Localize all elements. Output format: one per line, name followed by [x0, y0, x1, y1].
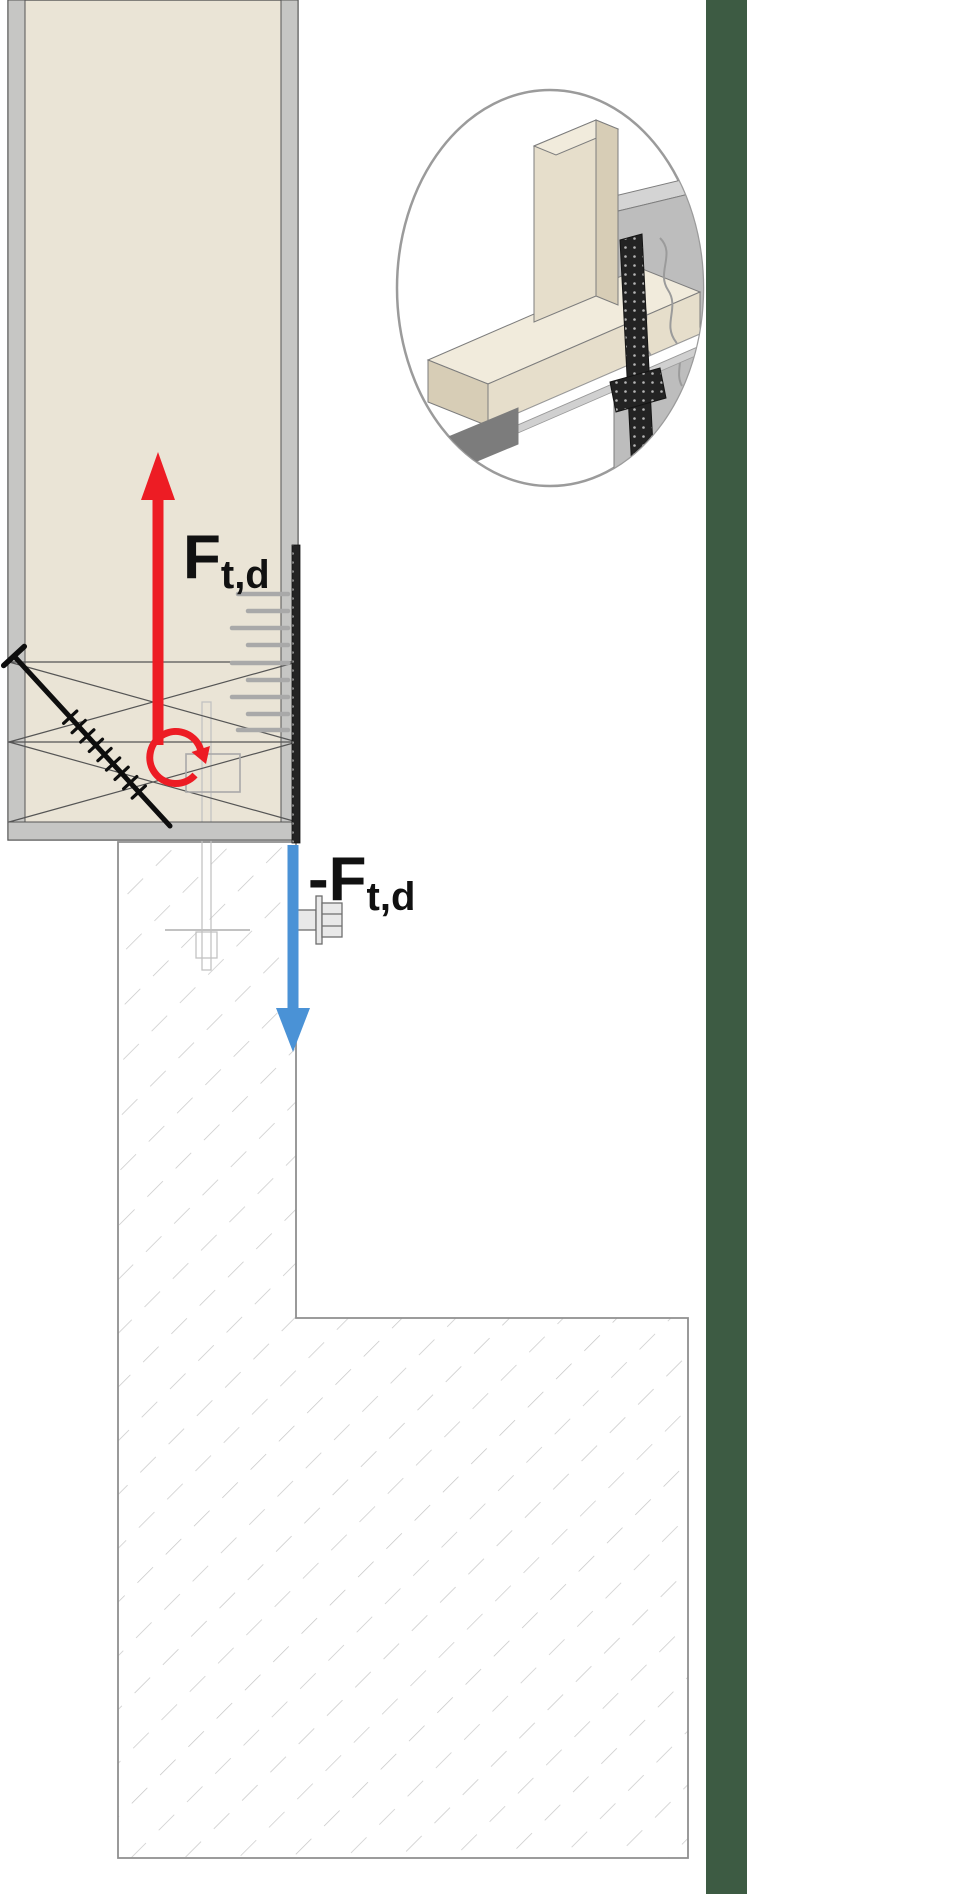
arrow-shaft [287, 845, 299, 1010]
edge-stripe [706, 0, 747, 1894]
anchor-washer-plate [185, 753, 241, 793]
wall-left-board [7, 0, 26, 841]
brace-diagonal [8, 741, 298, 823]
stud-side [595, 119, 619, 306]
concrete-outline-shape [117, 841, 689, 1859]
bolt-head [321, 902, 343, 938]
hold-down-strap-section [291, 544, 301, 844]
concrete-foundation [117, 841, 689, 1859]
anchor-bolt-side [293, 895, 343, 945]
screw-thread-tick [113, 765, 130, 782]
force-down-main: -F [308, 845, 367, 914]
detail-callout-content [426, 119, 703, 486]
anchor-nut [195, 931, 218, 959]
screw-thread-tick [96, 746, 113, 763]
moment-arrowhead [191, 746, 210, 764]
arrow-shaft [152, 496, 164, 745]
screw-thread-tick [121, 774, 139, 791]
screw-thread-tick [87, 737, 105, 754]
arrow-head [276, 1008, 310, 1052]
screw-thread-tick [104, 756, 122, 772]
screw-thread-tick [70, 718, 87, 735]
wall-bottom-board [7, 821, 299, 841]
uplift-force-arrow [141, 452, 175, 745]
moment-arrow [146, 727, 205, 787]
arrow-head [141, 452, 175, 500]
screw-thread-tick [61, 709, 79, 725]
detail-callout [395, 88, 705, 488]
screw-shaft [11, 653, 173, 829]
inclined-screw [0, 643, 173, 829]
screw-thread-tick [79, 728, 96, 744]
force-up-sub: t,d [221, 553, 270, 597]
force-down-sub: t,d [367, 875, 416, 919]
reaction-force-label: -Ft,d [308, 845, 415, 919]
screw-thread-tick [130, 784, 147, 800]
strap-anchor-plate [609, 367, 667, 413]
uplift-force-label: Ft,d [183, 523, 270, 597]
reaction-force-arrow [276, 845, 310, 1052]
screw-head [0, 643, 28, 669]
force-up-main: F [183, 523, 221, 592]
strap-fasteners [229, 591, 291, 733]
